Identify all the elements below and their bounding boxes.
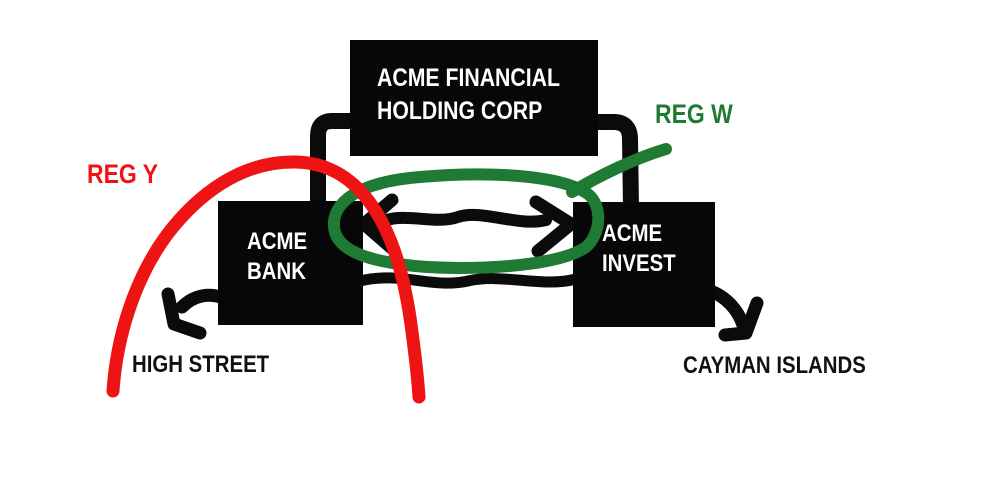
acme-invest-label: ACME INVEST [602, 219, 676, 279]
acme-invest-label-line1: ACME [602, 220, 663, 247]
reg-y-arc [106, 155, 426, 404]
cayman-islands-label: CAYMAN ISLANDS [683, 352, 866, 379]
reg-y-label: REG Y [87, 159, 159, 189]
acme-bank-label: ACME BANK [247, 227, 307, 287]
reg-w-label: REG W [655, 99, 733, 129]
acme-invest-label-line2: INVEST [602, 250, 676, 277]
acme-bank-label-line1: ACME [247, 228, 308, 255]
interaffiliate-arrowhead-right [529, 195, 578, 258]
interaffiliate-arrow-shaft [370, 208, 552, 231]
interaffiliate-lower-line [354, 272, 582, 289]
invest-to-cayman-arrowhead [718, 296, 764, 342]
connector-holding-to-invest [587, 114, 639, 216]
holding-corp-label: ACME FINANCIAL HOLDING CORP [377, 62, 560, 128]
high-street-label: HIGH STREET [132, 351, 270, 378]
holding-corp-label-line1: ACME FINANCIAL [377, 64, 560, 92]
reg-w-tail [566, 143, 672, 198]
acme-bank-label-line2: BANK [247, 258, 306, 285]
connector-holding-to-bank [310, 113, 360, 216]
reg-w-oval [327, 168, 605, 274]
holding-corp-label-line2: HOLDING CORP [377, 97, 543, 125]
bank-to-highstreet-arrowhead [161, 287, 207, 340]
holding-corp-box [350, 40, 598, 156]
